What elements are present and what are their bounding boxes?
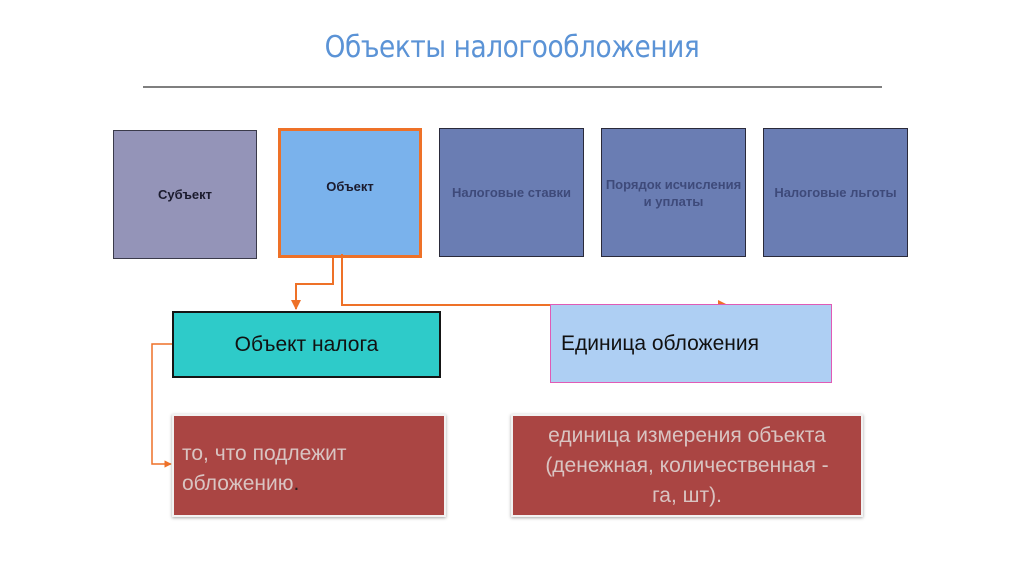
connector-object-of-tax-to-definition xyxy=(151,343,172,468)
slide-title: Объекты налогообложения xyxy=(324,30,700,65)
element-tax-rates: Налоговые ставки xyxy=(439,128,584,257)
unit-of-taxation-label: Единица обложения xyxy=(561,331,759,355)
object-of-tax-box: Объект налога xyxy=(172,311,441,378)
element-tax-benefits: Налоговые льготы xyxy=(763,128,908,257)
element-subject: Субъект xyxy=(113,130,257,259)
definition-period: . xyxy=(293,471,300,495)
connector-object-to-object-of-tax xyxy=(291,258,334,310)
unit-of-taxation-box: Единица обложения xyxy=(550,304,832,383)
object-of-tax-definition-text: то, что подлежит обложению xyxy=(182,441,347,495)
element-object: Объект xyxy=(278,128,422,258)
unit-of-taxation-definition-text: единица измерения объекта (денежная, кол… xyxy=(545,423,829,507)
unit-of-taxation-definition: единица измерения объекта (денежная, кол… xyxy=(511,414,863,517)
connector-object-to-unit xyxy=(341,254,728,310)
title-divider xyxy=(143,86,882,88)
object-of-tax-label: Объект налога xyxy=(234,332,379,356)
element-calculation-order: Порядок исчисления и уплаты xyxy=(601,128,746,257)
object-of-tax-definition: то, что подлежит обложению. xyxy=(172,414,446,517)
